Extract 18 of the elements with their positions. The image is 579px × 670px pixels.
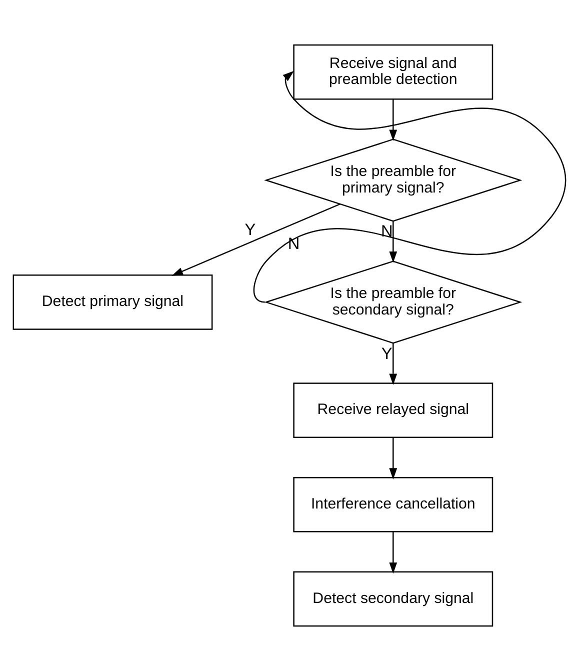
edge-label: N [288,234,300,253]
arrow [389,531,398,574]
edge-label: Y [244,220,256,239]
node-box: Receive signal and preamble detection [293,44,494,100]
edge-label: Y [381,344,392,362]
arrow [172,203,340,276]
node-box: Detect primary signal [12,274,213,330]
node-box: Interference cancellation [293,476,494,532]
arrow [389,98,398,141]
node-box: Detect secondary signal [293,570,494,626]
arrow [254,70,566,302]
node-diamond: Is the preamble for secondary signal? [264,260,522,344]
arrow [389,437,398,479]
arrow [389,220,398,262]
arrow [389,342,398,385]
node-box: Receive relayed signal [293,382,494,438]
node-diamond: Is the preamble for primary signal? [264,138,522,222]
edge-label: N [380,222,393,240]
